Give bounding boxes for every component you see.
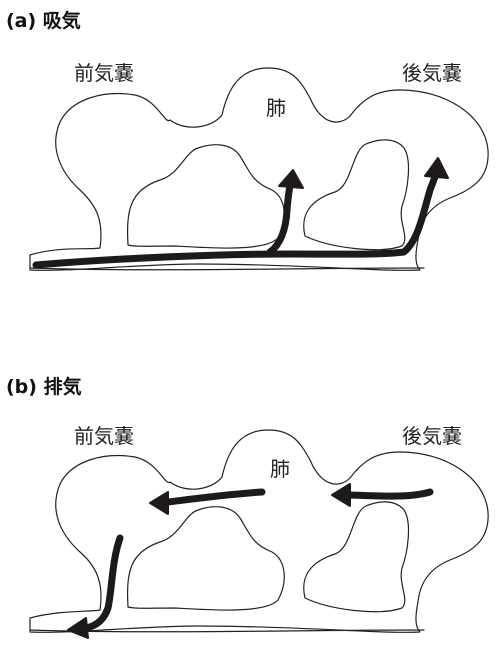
lung-to-anterior-flow-arrow xyxy=(164,488,266,506)
posterior-air-sac-label: 後気嚢 xyxy=(402,424,462,448)
panel-a-title: (a) 吸気 xyxy=(6,10,81,32)
lung-label: 肺 xyxy=(266,96,286,120)
lung-arrowhead xyxy=(278,169,304,189)
exhaust-flow-arrow xyxy=(82,534,124,632)
lung-cavity-right xyxy=(303,139,410,251)
anterior-air-sac-label: 前気嚢 xyxy=(74,61,134,85)
anterior-air-sac-label: 前気嚢 xyxy=(74,424,134,448)
inhalation-main-flow-arrow xyxy=(32,164,442,269)
exhaust-arrowhead xyxy=(67,617,89,639)
lung-cavity-left xyxy=(127,144,285,249)
posterior-sac-arrowhead xyxy=(424,157,449,179)
lung-cavity-left xyxy=(127,506,285,611)
exhalation-diagram xyxy=(29,429,489,639)
posterior-air-sac-label: 後気嚢 xyxy=(402,61,462,85)
lung-entry-arrowhead xyxy=(331,483,351,507)
lung-cavity-right xyxy=(303,501,410,613)
inhalation-diagram xyxy=(29,67,489,271)
anterior-sac-arrowhead xyxy=(149,491,169,515)
lung-label: 肺 xyxy=(270,457,290,481)
posterior-to-lung-flow-arrow xyxy=(346,488,434,500)
body-wall-line xyxy=(29,267,425,271)
air-sac-outline xyxy=(29,429,489,633)
air-sac-outline xyxy=(29,67,489,271)
inhalation-branch-flow-arrow xyxy=(266,178,295,256)
panel-b-title: (b) 排気 xyxy=(6,376,82,398)
